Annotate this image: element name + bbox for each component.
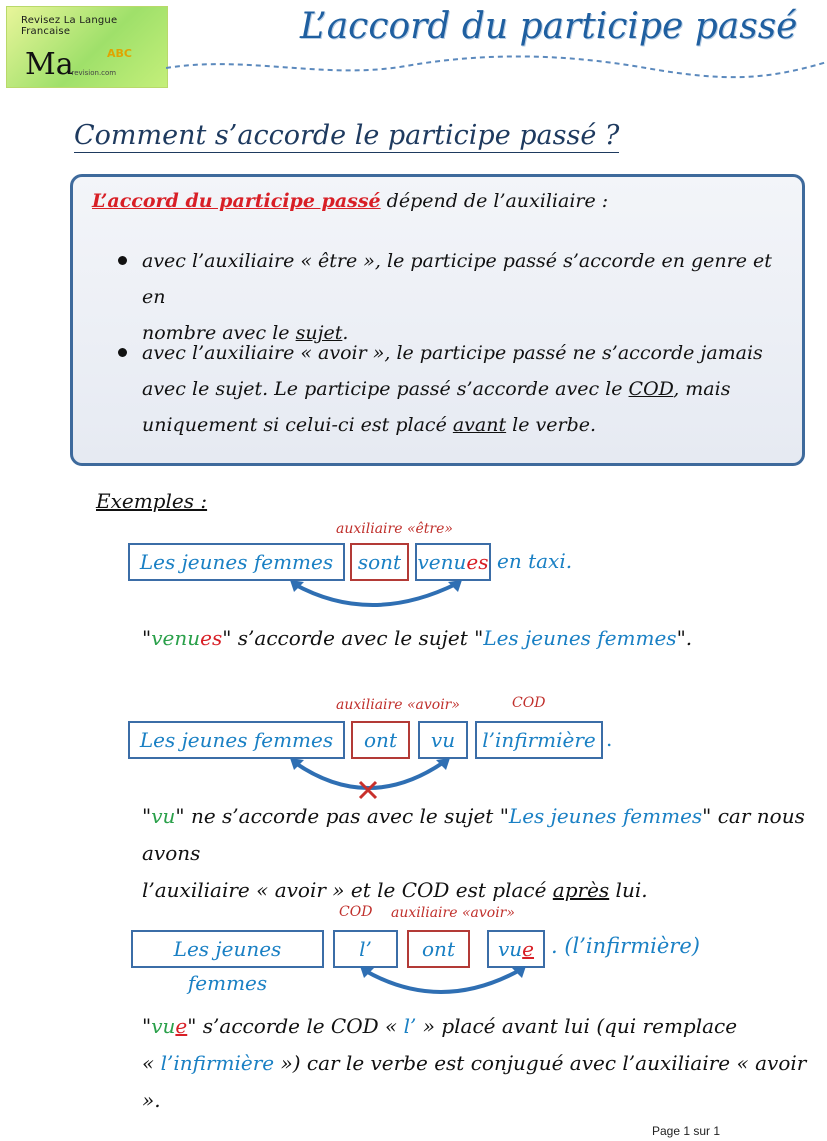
rule-bullet-etre: avec l’auxiliaire « être », le participe…	[142, 243, 792, 351]
ex3-cod-box: l’	[333, 930, 398, 968]
ex2-pp-box: vu	[418, 721, 468, 759]
rule-bullet-etre-line2: nombre avec le sujet.	[142, 322, 349, 344]
logo-tagline: Revisez La Langue Francaise	[21, 15, 118, 37]
logo-site: -revision.com	[69, 69, 117, 77]
page-title: L’accord du participe passé	[300, 6, 798, 47]
ex1-pp-box: venues	[415, 543, 491, 581]
ex2-cod-box: l’infirmière	[475, 721, 603, 759]
ex3-aux-annotation: auxiliaire «avoir»	[391, 905, 515, 921]
page-number: Page 1 sur 1	[652, 1124, 721, 1138]
underlined-avant: avant	[452, 414, 507, 436]
bullet-dot	[118, 348, 127, 357]
ex2-cod-label: COD	[512, 695, 546, 711]
ex3-aux-box: ont	[407, 930, 470, 968]
logo-abc: ABC	[107, 47, 132, 60]
underlined-apres: après	[552, 878, 610, 902]
site-logo: Revisez La Langue Francaise Ma ABC -revi…	[6, 6, 168, 88]
examples-label: Exemples :	[96, 489, 208, 513]
ex3-expl-cod: l’	[403, 1014, 417, 1038]
ex3-rest: . (l’infirmière)	[551, 934, 700, 958]
ex3-explanation: "vue" s’accorde le COD « l’ » placé avan…	[142, 1014, 807, 1112]
ex2-period: .	[606, 727, 613, 751]
ex1-subject-box: Les jeunes femmes	[128, 543, 345, 581]
ex2-aux-annotation: auxiliaire «avoir»	[336, 697, 460, 713]
ex1-agreement-arrow	[290, 580, 462, 607]
rule-bullet-avoir-line2: avec le sujet. Le participe passé s’acco…	[142, 378, 731, 400]
ex1-expl-subject: Les jeunes femmes	[483, 626, 677, 650]
rule-box	[70, 174, 805, 466]
ex2-subject-box: Les jeunes femmes	[128, 721, 345, 759]
ex2-aux-box: ont	[351, 721, 410, 759]
ex2-explanation: "vu" ne s’accorde pas avec le sujet "Les…	[142, 804, 805, 902]
ex3-subject-box: Les jeunes femmes	[131, 930, 324, 995]
ex3-expl-infirmiere: l’infirmière	[160, 1051, 275, 1075]
ex1-aux-box: sont	[350, 543, 409, 581]
ex3-pp-box: vue	[487, 930, 545, 968]
ex3-cod-label: COD	[339, 904, 373, 920]
rule-intro-bold: L’accord du participe passé	[92, 190, 381, 212]
rule-bullet-avoir-line1: avec l’auxiliaire « avoir », le particip…	[142, 342, 763, 364]
ex1-explanation: "venues" s’accorde avec le sujet "Les je…	[142, 626, 693, 650]
rule-bullet-etre-line1: avec l’auxiliaire « être », le participe…	[142, 250, 772, 308]
rule-intro: L’accord du participe passé dépend de l’…	[92, 190, 608, 212]
underlined-cod: COD	[628, 378, 674, 400]
ex1-pp-ending: es	[466, 550, 489, 574]
ex2-no-agreement-arrow	[290, 758, 450, 800]
ex3-pp-ending: e	[522, 937, 535, 961]
decorative-wave-divider	[166, 55, 827, 79]
bullet-dot	[118, 256, 127, 265]
ex1-rest: en taxi.	[497, 549, 573, 573]
section-heading: Comment s’accorde le participe passé ?	[74, 120, 620, 153]
rule-bullet-avoir-line3: uniquement si celui-ci est placé avant l…	[142, 414, 597, 436]
ex2-expl-subject: Les jeunes femmes	[508, 804, 703, 828]
underlined-sujet: sujet	[295, 322, 343, 344]
rule-intro-rest: dépend de l’auxiliaire :	[380, 190, 609, 212]
ex3-agreement-arrow	[360, 966, 526, 994]
logo-ma: Ma	[25, 47, 74, 82]
rule-bullet-avoir: avec l’auxiliaire « avoir », le particip…	[142, 335, 792, 443]
ex1-aux-annotation: auxiliaire «être»	[336, 521, 453, 537]
